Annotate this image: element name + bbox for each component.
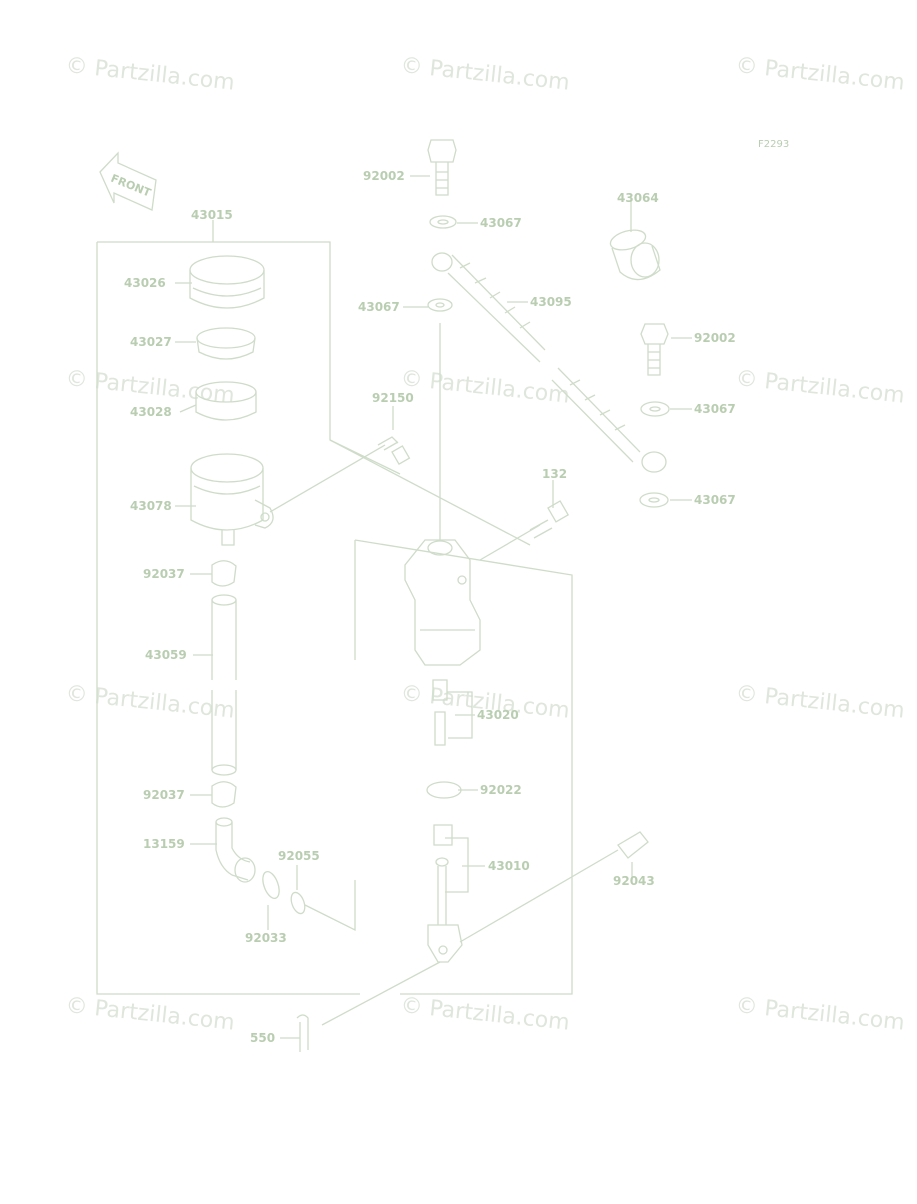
watermark: © Partzilla.com <box>64 366 235 409</box>
watermark: © Partzilla.com <box>64 53 235 96</box>
part-label-43010: 43010 <box>488 859 530 873</box>
part-label-43067: 43067 <box>694 402 736 416</box>
part-label-92033: 92033 <box>245 931 287 945</box>
watermark: © Partzilla.com <box>734 681 905 724</box>
watermark: © Partzilla.com <box>399 53 570 96</box>
watermark: © Partzilla.com <box>734 993 905 1036</box>
figure-code: F2293 <box>758 139 789 150</box>
part-label-92002: 92002 <box>694 331 736 345</box>
watermark: © Partzilla.com <box>734 53 905 96</box>
part-labels: 43015 43026 43027 43028 43078 92037 4305… <box>124 169 736 1045</box>
part-label-43015: 43015 <box>191 208 233 222</box>
part-label-13159: 13159 <box>143 837 185 851</box>
part-label-43095: 43095 <box>530 295 572 309</box>
part-label-43027: 43027 <box>130 335 172 349</box>
part-label-92022: 92022 <box>480 783 522 797</box>
leader-lines <box>175 175 692 1039</box>
part-label-43059: 43059 <box>145 648 187 662</box>
watermark: © Partzilla.com <box>399 366 570 409</box>
part-label-43078: 43078 <box>130 499 172 513</box>
watermark: © Partzilla.com <box>399 993 570 1036</box>
part-label-92043: 92043 <box>613 874 655 888</box>
part-label-92002: 92002 <box>363 169 405 183</box>
part-label-43067: 43067 <box>358 300 400 314</box>
watermark-layer: © Partzilla.com © Partzilla.com © Partzi… <box>64 53 905 1036</box>
part-label-43064: 43064 <box>617 191 659 205</box>
part-drawings <box>189 139 670 1052</box>
watermark: © Partzilla.com <box>64 681 235 724</box>
part-label-43026: 43026 <box>124 276 166 290</box>
part-label-132: 132 <box>542 467 567 481</box>
part-label-92055: 92055 <box>278 849 320 863</box>
watermark: © Partzilla.com <box>734 366 905 409</box>
part-label-43067: 43067 <box>480 216 522 230</box>
part-label-92037: 92037 <box>143 567 185 581</box>
part-label-92150: 92150 <box>372 391 414 405</box>
watermark: © Partzilla.com <box>64 993 235 1036</box>
part-label-43028: 43028 <box>130 405 172 419</box>
part-label-43020: 43020 <box>477 708 519 722</box>
front-arrow-icon: FRONT <box>99 151 157 211</box>
part-label-550: 550 <box>250 1031 275 1045</box>
part-label-43067: 43067 <box>694 493 736 507</box>
part-label-92037: 92037 <box>143 788 185 802</box>
